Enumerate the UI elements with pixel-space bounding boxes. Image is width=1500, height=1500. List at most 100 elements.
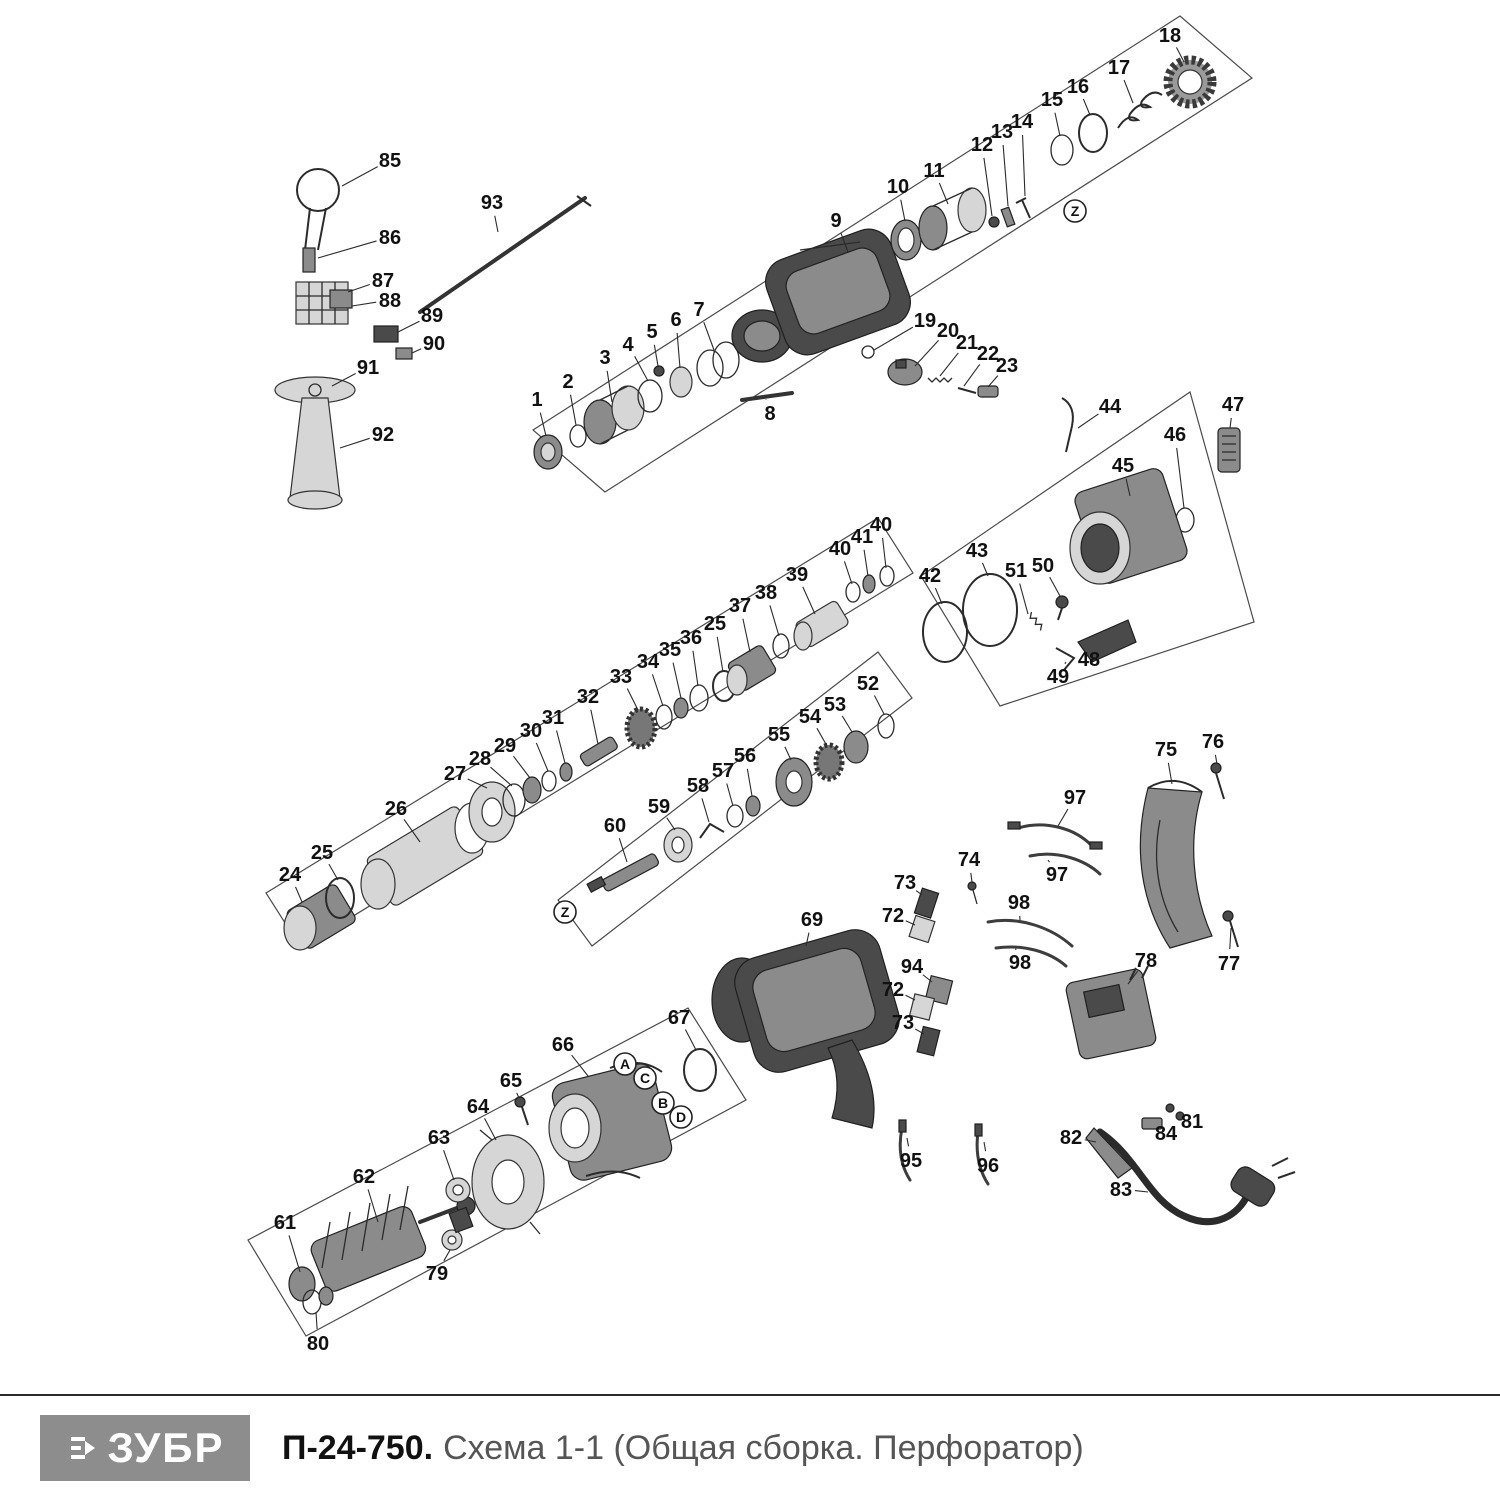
part-label-60: 60 (604, 815, 626, 837)
part-label-56: 56 (734, 745, 756, 767)
washer-6 (669, 366, 693, 398)
leader-line-37 (742, 618, 751, 653)
part-label-57: 57 (712, 760, 734, 782)
holder-94 (924, 974, 954, 1006)
chuck-parts (533, 341, 794, 470)
diagram-canvas: 8593868788899091921234567891011121314151… (247, 15, 1296, 1355)
leader-line-83 (1134, 1189, 1149, 1193)
wire-97a (1016, 823, 1094, 848)
spring-17 (1117, 91, 1163, 129)
ring-36 (689, 684, 709, 712)
leader-line-16 (1082, 98, 1091, 116)
part-label-42: 42 (919, 565, 941, 587)
part-label-35: 35 (659, 639, 681, 661)
carbon-brushes (908, 881, 978, 1057)
part-label-81: 81 (1181, 1111, 1203, 1133)
part-label-37: 37 (729, 595, 751, 617)
leader-line-64 (484, 1118, 497, 1141)
screw-74 (967, 881, 977, 891)
ring-42 (922, 601, 968, 663)
leader-line-15 (1054, 112, 1061, 137)
circled-label-C: C (633, 1066, 657, 1090)
circled-label-B: B (651, 1091, 675, 1115)
leader-line-10 (900, 199, 906, 222)
part-label-16: 16 (1067, 76, 1089, 98)
crank-housing-45 (1069, 468, 1188, 585)
part-label-51: 51 (1005, 560, 1027, 582)
part-label-75: 75 (1155, 739, 1177, 761)
part-label-50: 50 (1032, 555, 1054, 577)
leader-line-78 (1127, 970, 1139, 985)
part-label-93: 93 (481, 192, 503, 214)
wire-96 (975, 1130, 990, 1186)
part-label-43: 43 (966, 540, 988, 562)
clip-49 (1055, 647, 1076, 671)
leader-line-36 (692, 650, 699, 687)
block-88 (329, 289, 353, 309)
screw-81a (1165, 1103, 1175, 1113)
part-label-58: 58 (687, 775, 709, 797)
wedge-48 (1077, 619, 1137, 663)
pin-13 (1000, 206, 1016, 228)
leader-line-72 (905, 994, 916, 1001)
part-label-22: 22 (977, 343, 999, 365)
wire-95 (898, 1126, 912, 1182)
leader-line-25 (716, 636, 724, 673)
leader-line-47 (1229, 417, 1232, 429)
part-label-98: 98 (1009, 952, 1031, 974)
part-label-9: 9 (830, 210, 841, 232)
ring-15 (1050, 134, 1074, 166)
ring-40b (879, 565, 895, 587)
part-label-69: 69 (801, 909, 823, 931)
part-label-30: 30 (520, 720, 542, 742)
part-label-44: 44 (1099, 396, 1122, 418)
leader-line-58 (701, 798, 710, 823)
part-label-25: 25 (704, 613, 726, 635)
spring-51 (1029, 611, 1043, 631)
part-label-84: 84 (1155, 1123, 1178, 1145)
leader-line-56 (746, 768, 753, 797)
ring-34 (655, 704, 673, 730)
bolt-50 (1055, 595, 1069, 621)
brush-73a (913, 887, 940, 919)
leader-line-30 (535, 742, 549, 772)
washer-80b (318, 1286, 334, 1306)
ring-19 (861, 345, 875, 359)
part-label-72: 72 (882, 979, 904, 1001)
gear-shaft-parts (586, 713, 895, 893)
wire-97b (1028, 852, 1102, 876)
part-label-28: 28 (469, 748, 491, 770)
part-label-25: 25 (311, 842, 333, 864)
screw-76 (1210, 762, 1222, 774)
part-label-80: 80 (307, 1333, 329, 1355)
part-label-79: 79 (426, 1263, 448, 1285)
leader-line-18 (1175, 47, 1185, 63)
leader-line-20 (914, 339, 939, 367)
leader-line-77 (1229, 927, 1232, 950)
part-label-67: 67 (668, 1007, 690, 1029)
leader-line-1 (539, 412, 547, 437)
part-label-47: 47 (1222, 394, 1244, 416)
lead-wires (986, 821, 1103, 968)
leader-line-17 (1123, 79, 1134, 104)
part-label-31: 31 (542, 707, 564, 729)
part-label-64: 64 (467, 1096, 490, 1118)
ring-41 (862, 574, 876, 594)
svg-text:Z: Z (1071, 203, 1080, 219)
leader-line-80 (315, 1311, 318, 1330)
leader-line-39 (802, 586, 816, 615)
part-label-48: 48 (1078, 649, 1100, 671)
leader-line-45 (1125, 478, 1131, 497)
part-label-13: 13 (991, 121, 1013, 143)
diagram-caption: П-24-750.Схема 1-1 (Общая сборка. Перфор… (282, 1429, 1084, 1468)
part-label-45: 45 (1112, 455, 1134, 477)
ring-4 (637, 379, 663, 413)
leader-line-13 (1002, 144, 1009, 207)
sleeve-23 (977, 385, 999, 398)
part-label-98: 98 (1008, 892, 1030, 914)
circled-label-D: D (669, 1105, 693, 1129)
svg-text:D: D (676, 1109, 686, 1125)
screw-81b (1175, 1111, 1185, 1121)
leader-line-32 (590, 709, 599, 745)
bearings-63-79 (441, 1177, 474, 1251)
